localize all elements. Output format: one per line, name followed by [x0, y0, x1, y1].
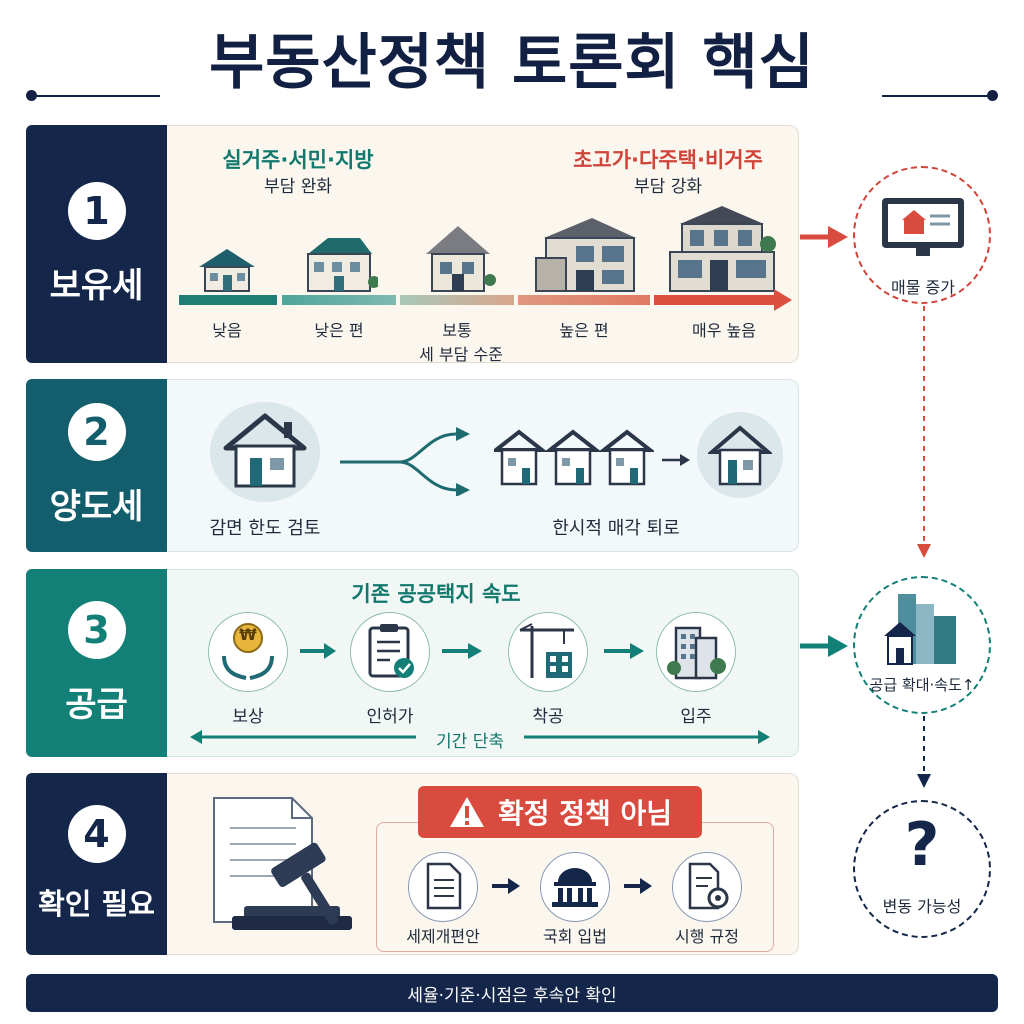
section-4-header: 4 확인 필요 [26, 773, 167, 955]
duration-label: 기간 단축 [436, 732, 504, 752]
listings-label: 매물 증가 [891, 278, 955, 297]
process-step-label: 국회 입법 [543, 927, 607, 946]
dotted-arrow-down-icon [917, 306, 931, 558]
level-bar-low [179, 295, 277, 305]
level-label: 높은 편 [559, 321, 609, 340]
document-gear-icon [688, 862, 729, 910]
level-label: 낮은 편 [314, 321, 364, 340]
level-label: 보통 [442, 321, 472, 340]
warning-label: 확정 정책 아님 [497, 797, 673, 830]
modest-house-icon [307, 238, 378, 292]
section-4-label: 확인 필요 [38, 887, 155, 921]
clipboard-check-icon [368, 624, 414, 678]
house-icon [708, 425, 772, 486]
assembly-building-icon [552, 868, 598, 907]
variability-label: 변동 가능성 [882, 897, 962, 916]
section-2-header: 2 양도세 [26, 379, 167, 552]
section-2-label: 양도세 [49, 487, 144, 527]
section-1-header: 1 보유세 [26, 125, 167, 363]
process-step-label: 세제개편안 [406, 927, 480, 946]
level-bar-high [654, 295, 778, 305]
section-3-header: 3 공급 [26, 569, 167, 757]
level-label: 매우 높음 [692, 321, 756, 340]
house-icon [223, 413, 307, 488]
variability-outcome [853, 800, 991, 938]
scale-arrow-icon [774, 289, 792, 311]
burden-sub: 부담 강화 [634, 177, 702, 197]
arrow-right-icon [442, 643, 482, 659]
deduction-label: 감면 한도 검토 [209, 518, 321, 539]
step-label: 입주 [680, 707, 712, 727]
multiple-houses-icon [494, 429, 654, 486]
split-arrow-icon [340, 427, 470, 496]
process-step-label: 시행 규정 [675, 927, 739, 946]
relief-sub: 부담 완화 [264, 177, 332, 197]
title-right-rule [882, 95, 990, 97]
level-bar-highish [518, 295, 650, 305]
document-gavel-icon [213, 797, 352, 930]
arrow-right-icon [800, 226, 848, 248]
level-bar-lowish [282, 295, 396, 305]
apartment-icon [667, 626, 726, 680]
supply-header: 기존 공공택지 속도 [351, 582, 521, 606]
city-buildings-icon [884, 594, 956, 665]
national-assembly-step [540, 852, 610, 922]
scale-label: 세 부담 수준 [419, 345, 503, 364]
title-left-dot [26, 90, 37, 101]
page-title: 부동산정책 토론회 핵심 [209, 28, 815, 98]
large-house-icon [535, 218, 636, 292]
sale-exit-label: 한시적 매각 퇴로 [552, 518, 680, 539]
step-label: 착공 [532, 707, 564, 727]
burden-group-header: 초고가·다주택·비거주 [573, 148, 763, 172]
small-house-icon [199, 249, 255, 292]
duration-arrow-icon [190, 730, 770, 744]
arrow-right-icon [624, 878, 652, 894]
supply-outcome-label: 공급 확대·속도↑ [869, 676, 975, 694]
question-mark-icon: ? [904, 810, 940, 880]
section-1-number: 1 [67, 181, 126, 240]
arrow-right-icon [300, 643, 336, 659]
arrow-right-icon [800, 635, 848, 657]
step-label: 인허가 [366, 707, 414, 727]
won-symbol: ₩ [239, 625, 257, 644]
mid-house-icon [426, 226, 496, 292]
dotted-arrow-down-icon [917, 716, 931, 788]
document-icon [426, 862, 462, 910]
level-bar-mid [400, 295, 514, 305]
section-3-number: 3 [67, 600, 126, 659]
warning-icon [449, 797, 484, 827]
section-3-label: 공급 [65, 684, 128, 725]
title-left-rule [32, 95, 160, 97]
crane-icon [519, 623, 574, 678]
compensation-hands-icon [222, 623, 274, 680]
step-label: 보상 [232, 707, 264, 727]
arrow-right-icon [662, 454, 690, 466]
section-2-number: 2 [67, 403, 126, 461]
section-1-label: 보유세 [49, 265, 144, 306]
listing-monitor-icon [882, 198, 964, 256]
title-right-dot [987, 90, 998, 101]
arrow-right-icon [604, 643, 644, 659]
arrow-right-icon [492, 878, 520, 894]
level-label: 낮음 [212, 321, 242, 340]
relief-group-header: 실거주·서민·지방 [222, 148, 374, 172]
not-final-warning: 확정 정책 아님 [418, 786, 702, 838]
section-4-number: 4 [67, 805, 126, 863]
footer-banner: 세율·기준·시점은 후속안 확인 [26, 974, 998, 1012]
luxury-house-icon [669, 206, 776, 292]
